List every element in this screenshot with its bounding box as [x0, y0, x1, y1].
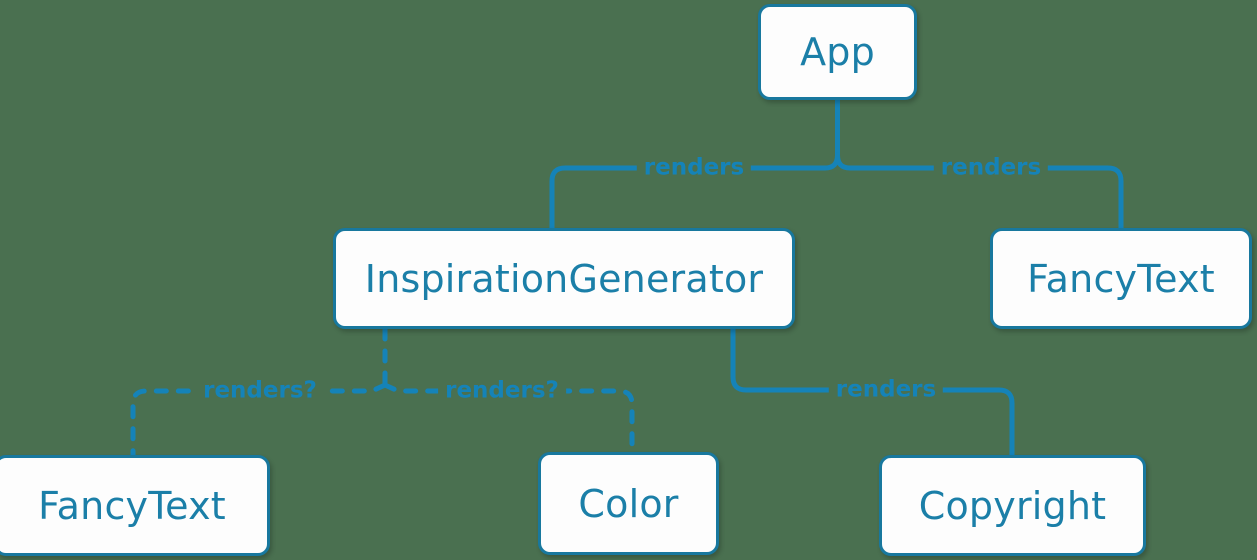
edge-app-trunk-left: [822, 152, 840, 171]
node-fancytext-right-label: FancyText: [1027, 256, 1215, 301]
edge-label-app-to-inspiration: renders: [636, 156, 752, 180]
edge-inspiration-to-fancytext-bottom: [130, 382, 388, 458]
node-app-label: App: [800, 30, 875, 74]
edge-label-inspiration-to-color: renders?: [438, 379, 566, 403]
node-copyright[interactable]: Copyright: [879, 455, 1146, 556]
node-app[interactable]: App: [758, 4, 917, 100]
edge-label-inspiration-to-copyright: renders: [828, 378, 944, 402]
edge-label-inspiration-to-fancytext-bottom: renders?: [196, 379, 324, 403]
node-inspiration-generator[interactable]: InspirationGenerator: [333, 228, 795, 329]
node-fancytext-right[interactable]: FancyText: [990, 228, 1252, 329]
edge-inspiration-to-color: [382, 382, 635, 455]
node-fancytext-bottom-label: FancyText: [38, 483, 226, 528]
node-inspiration-generator-label: InspirationGenerator: [364, 256, 764, 301]
node-color-label: Color: [578, 481, 679, 526]
node-color[interactable]: Color: [538, 452, 719, 555]
node-fancytext-bottom[interactable]: FancyText: [0, 455, 270, 556]
node-copyright-label: Copyright: [918, 483, 1107, 528]
edge-app-to-fancytext-right: [847, 165, 1124, 231]
edge-app-to-inspiration: [549, 165, 828, 231]
edge-label-app-to-fancytext-right: renders: [933, 156, 1049, 180]
